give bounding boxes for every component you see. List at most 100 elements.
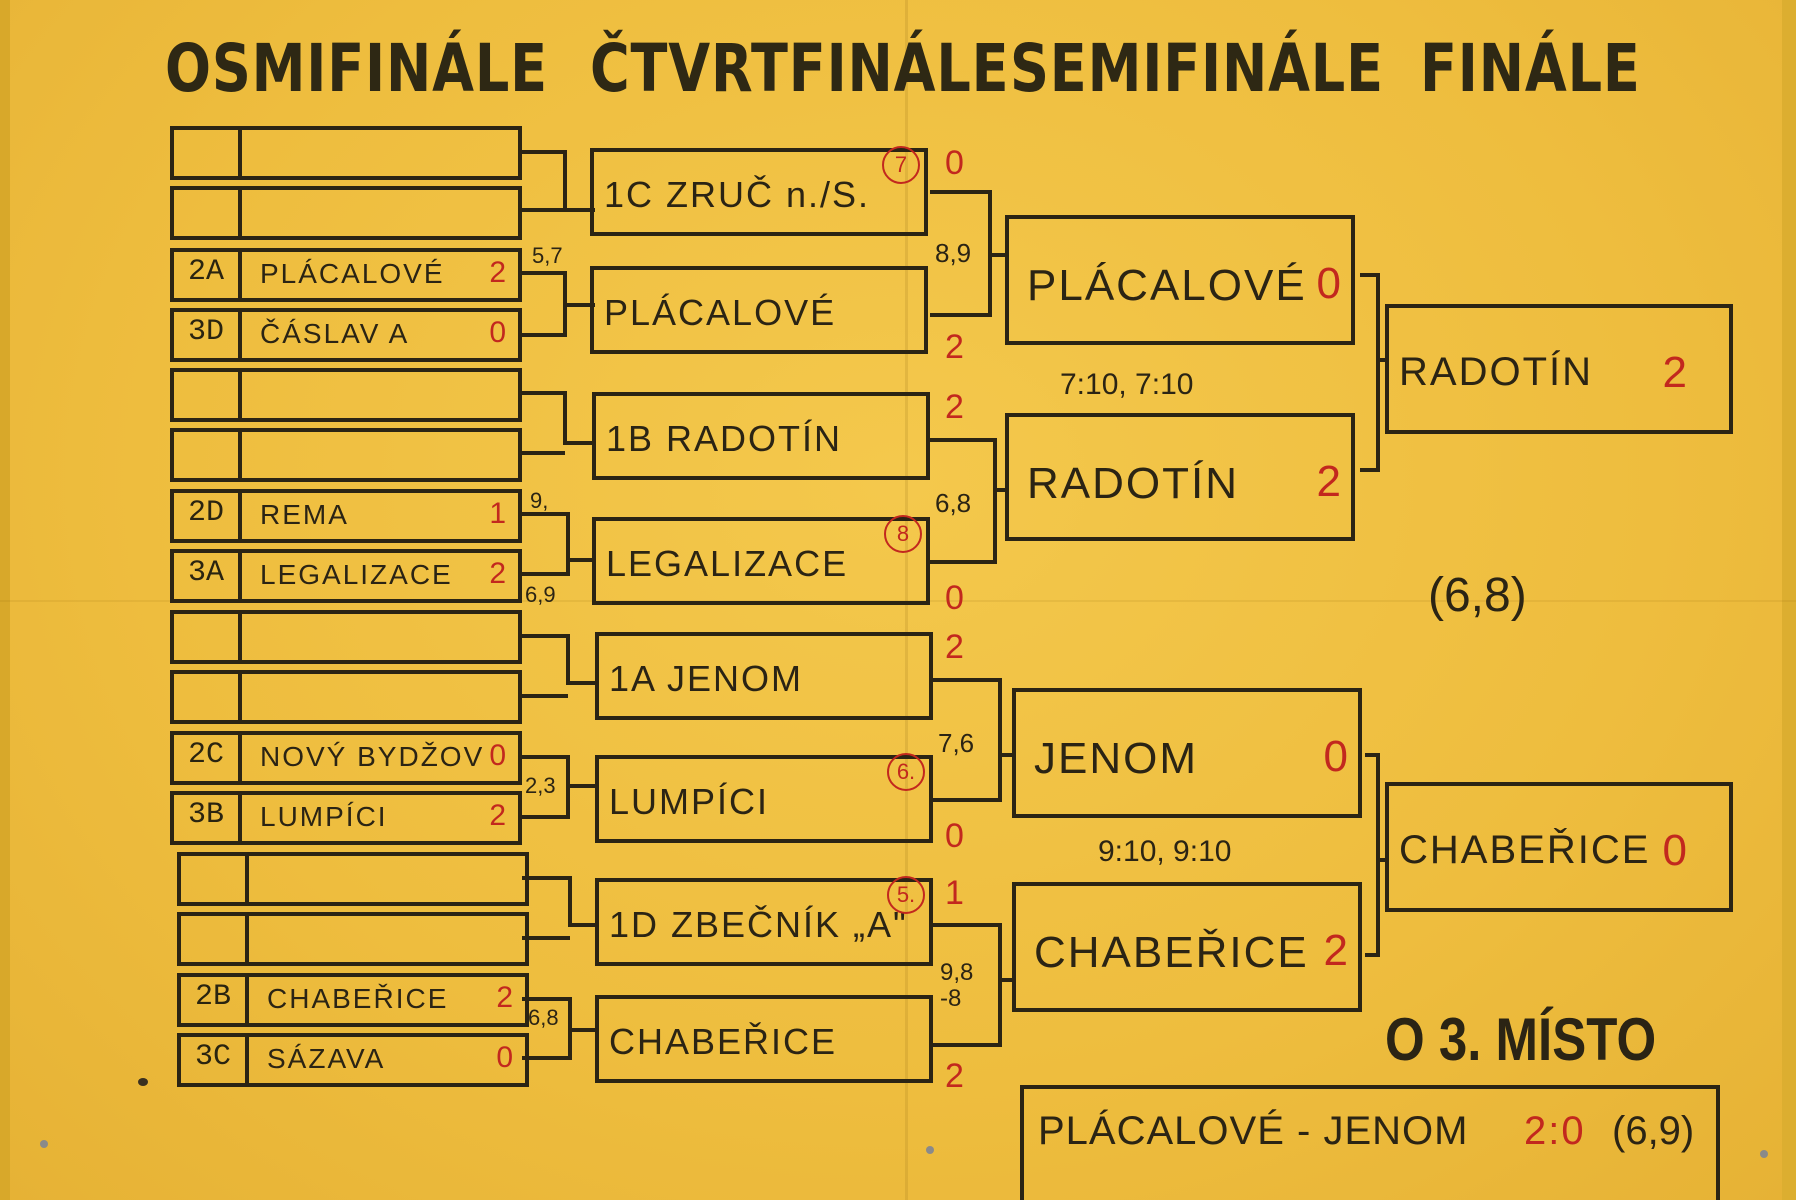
qf-team: 1A JENOM <box>609 658 804 699</box>
r16-seed: 2A <box>174 252 242 298</box>
final-score: 2 <box>1662 348 1689 397</box>
header-semifinal: SEMIFINÁLE <box>1010 30 1384 107</box>
r16-slot: 3D ČÁSLAV A 0 <box>170 308 522 362</box>
r16-seed: 2C <box>174 735 242 781</box>
r16-seed <box>174 190 242 236</box>
third-place-match: PLÁCALOVÉ - JENOM <box>1038 1109 1469 1153</box>
r16-team: REMA <box>260 499 349 530</box>
r16-seed <box>174 130 242 176</box>
r16-seed: 3B <box>174 795 242 841</box>
pushpin <box>926 1146 934 1154</box>
r16-slot <box>170 126 522 180</box>
sf-team: PLÁCALOVÉ <box>1027 261 1307 310</box>
r16-slot: 3C SÁZAVA 0 <box>177 1033 529 1087</box>
qf-seed-circle: 5. <box>887 876 925 914</box>
r16-score: 2 <box>489 256 508 289</box>
r16-set-score-4: 2,3 <box>525 773 556 798</box>
sf-slot: CHABEŘICE 2 <box>1012 882 1362 1012</box>
r16-set-score-5: 6,8 <box>528 1005 559 1030</box>
third-place-title: O 3. MÍSTO <box>1385 1006 1657 1073</box>
r16-seed: 2B <box>181 977 249 1023</box>
sf-score: 2 <box>1316 457 1343 506</box>
r16-slot <box>177 852 529 906</box>
r16-seed: 3A <box>174 553 242 599</box>
qf-score: 0 <box>945 579 966 617</box>
r16-team: CHABEŘICE <box>267 983 449 1014</box>
qf-team: PLÁCALOVÉ <box>604 292 837 333</box>
r16-set-score-2: 9, <box>530 488 549 513</box>
r16-slot <box>170 186 522 240</box>
sf-score: 2 <box>1323 926 1350 975</box>
qf-score: 0 <box>945 817 966 855</box>
qf-slot: 1B RADOTÍN <box>592 392 930 480</box>
r16-seed <box>174 614 242 660</box>
r16-score: 0 <box>489 316 508 349</box>
sf-set-score-2: 9:10, 9:10 <box>1098 835 1232 868</box>
qf-slot: 1D ZBEČNÍK „A"5. <box>595 876 933 966</box>
paper-edge-left <box>0 0 10 1200</box>
qf-score: 0 <box>945 144 966 182</box>
r16-score: 2 <box>489 799 508 832</box>
qf-score: 2 <box>945 388 966 426</box>
qf-team: LUMPÍCI <box>609 781 770 822</box>
qf-team: LEGALIZACE <box>606 543 849 584</box>
r16-team: LUMPÍCI <box>260 801 388 832</box>
qf-set-score-2: 6,8 <box>935 488 972 518</box>
final-team: CHABEŘICE <box>1399 828 1651 872</box>
r16-set-score-1: 5,7 <box>532 243 563 268</box>
qf-seed-circle: 6. <box>887 753 925 791</box>
r16-seed <box>181 916 249 962</box>
qf-team: 1B RADOTÍN <box>606 418 843 459</box>
r16-slot <box>170 610 522 664</box>
qf-set-score-3: 7,6 <box>938 728 975 758</box>
r16-score: 2 <box>496 981 515 1014</box>
r16-seed: 3C <box>181 1037 249 1083</box>
qf-set-score-1: 8,9 <box>935 238 972 268</box>
fold-crease-vertical <box>905 0 908 1200</box>
r16-seed: 2D <box>174 493 242 539</box>
r16-slot <box>170 670 522 724</box>
r16-team: LEGALIZACE <box>260 559 453 590</box>
r16-seed: 3D <box>174 312 242 358</box>
qf-slot: LUMPÍCI 6. <box>595 753 933 843</box>
qf-seed-circle: 7 <box>882 146 920 184</box>
r16-score: 0 <box>496 1041 515 1074</box>
final-set-score: (6,8) <box>1428 569 1527 622</box>
qf-slot: CHABEŘICE <box>595 995 933 1083</box>
sf-team: RADOTÍN <box>1027 459 1239 508</box>
r16-score: 0 <box>489 739 508 772</box>
r16-slot <box>170 368 522 422</box>
qf-score: 2 <box>945 328 966 366</box>
third-place-box: PLÁCALOVÉ - JENOM 2:0 (6,9) <box>1020 1085 1720 1200</box>
third-place-score: 2:0 <box>1524 1109 1586 1153</box>
qf-score: 1 <box>945 874 966 912</box>
r16-seed <box>174 432 242 478</box>
qf-score: 2 <box>945 1057 966 1095</box>
sf-set-score-1: 7:10, 7:10 <box>1060 368 1194 401</box>
sf-team: CHABEŘICE <box>1034 928 1309 977</box>
pushpin <box>40 1140 48 1148</box>
r16-team: ČÁSLAV A <box>260 318 410 349</box>
r16-slot: 3B LUMPÍCI 2 <box>170 791 522 845</box>
r16-slot: 3A LEGALIZACE 2 <box>170 549 522 603</box>
r16-slot <box>177 912 529 966</box>
r16-set-score-3: 6,9 <box>525 582 556 607</box>
r16-team: SÁZAVA <box>267 1043 386 1074</box>
r16-score: 2 <box>489 557 508 590</box>
header-quarterfinal: ČTVRTFINÁLE <box>590 30 1010 107</box>
header-final: FINÁLE <box>1420 30 1641 107</box>
ink-mark <box>138 1078 148 1086</box>
third-place-sets: (6,9) <box>1612 1109 1695 1153</box>
qf-score: 2 <box>945 628 966 666</box>
qf-slot: 1C ZRUČ n./S.7 <box>590 146 928 236</box>
header-round16: OSMIFINÁLE <box>165 30 548 107</box>
